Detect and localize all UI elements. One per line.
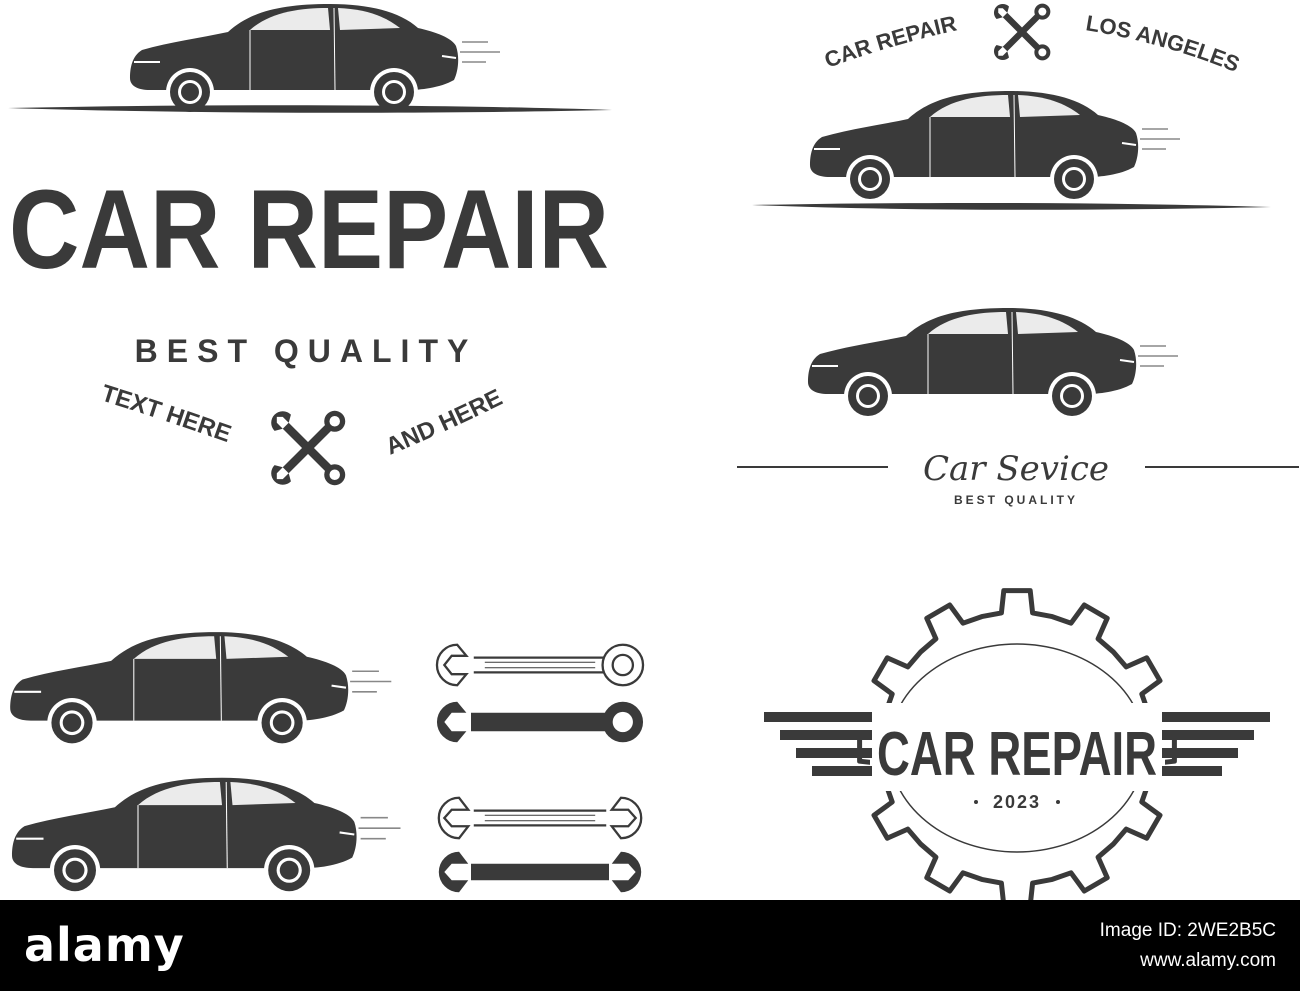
title-mask bbox=[870, 703, 1165, 791]
main-subtitle: BEST QUALITY bbox=[135, 333, 478, 369]
stock-logo[interactable]: alamy bbox=[24, 918, 185, 972]
car-silhouette-icon bbox=[807, 307, 1179, 421]
crossed-wrenches-icon bbox=[990, 0, 1055, 65]
badge-gear: CAR REPAIR 2023 bbox=[764, 588, 1270, 900]
artboard-svg: CAR REPAIR BEST QUALITY TEXT HERE AND HE… bbox=[8, 0, 1299, 900]
gear-title: CAR REPAIR bbox=[877, 720, 1157, 789]
wing-right bbox=[1162, 712, 1270, 776]
wing-left bbox=[764, 712, 872, 776]
wrench-icon bbox=[437, 796, 643, 840]
wrench-icon bbox=[435, 643, 645, 687]
stock-image-id: Image ID: 2WE2B5C bbox=[1099, 920, 1276, 941]
car-silhouette-icon bbox=[129, 3, 501, 117]
car-silhouette-icon bbox=[9, 631, 393, 749]
car-silhouette-icon bbox=[10, 776, 402, 897]
road-line bbox=[752, 202, 1272, 210]
year-dot-right bbox=[1056, 800, 1060, 804]
crossed-wrenches-icon bbox=[266, 405, 351, 491]
gear-year: 2023 bbox=[993, 792, 1041, 812]
stock-url[interactable]: www.alamy.com bbox=[1140, 950, 1276, 971]
wrench-set bbox=[435, 643, 645, 893]
badge-service: Car Sevice BEST QUALITY bbox=[737, 307, 1299, 507]
service-subtitle: BEST QUALITY bbox=[954, 493, 1078, 507]
la-right-text: LOS ANGELES bbox=[1084, 10, 1243, 77]
year-dot-left bbox=[974, 800, 978, 804]
la-left-text: CAR REPAIR bbox=[821, 11, 959, 73]
logo-artboard: CAR REPAIR BEST QUALITY TEXT HERE AND HE… bbox=[8, 0, 1299, 900]
wrench-icon bbox=[438, 851, 642, 893]
wrench-icon bbox=[436, 701, 644, 743]
main-title: CAR REPAIR bbox=[9, 167, 609, 292]
main-right-text: AND HERE bbox=[382, 384, 507, 460]
road-line bbox=[8, 105, 612, 113]
car-set bbox=[9, 631, 402, 897]
badge-la: CAR REPAIR LOS ANGELES bbox=[752, 0, 1272, 210]
badge-main: CAR REPAIR BEST QUALITY TEXT HERE AND HE… bbox=[8, 3, 612, 491]
service-script-text: Car Sevice bbox=[923, 449, 1109, 489]
main-left-text: TEXT HERE bbox=[98, 380, 235, 448]
stock-footer: alamy Image ID: 2WE2B5C www.alamy.com bbox=[0, 900, 1300, 991]
car-silhouette-icon bbox=[809, 90, 1181, 204]
